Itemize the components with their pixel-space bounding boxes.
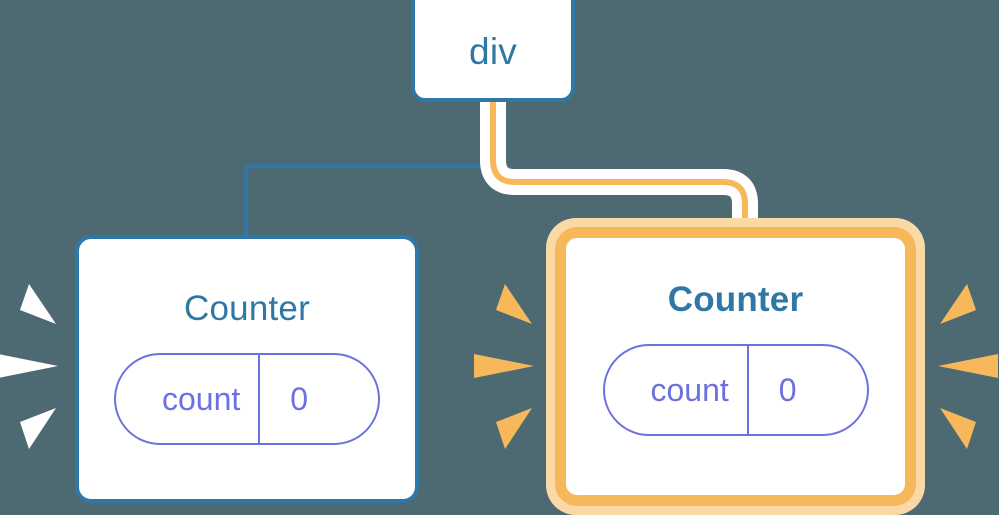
sparkle-burst-white-icon <box>0 284 58 449</box>
edge-div-to-counter-left <box>244 102 495 235</box>
state-pill-value: 0 <box>746 346 827 434</box>
state-pill-counter-right[interactable]: count 0 <box>602 344 869 436</box>
edge-div-to-counter-right <box>490 102 748 238</box>
node-counter-right-label: Counter <box>667 280 804 319</box>
node-div-label: div <box>469 30 517 72</box>
node-counter-right[interactable]: Counter count 0 <box>555 227 916 506</box>
sparkle-burst-orange-left-icon <box>474 284 534 449</box>
node-div[interactable]: div <box>411 0 575 102</box>
state-pill-counter-left[interactable]: count 0 <box>114 353 380 445</box>
sparkle-burst-orange-right-icon <box>938 284 998 449</box>
state-pill-key: count <box>650 372 729 408</box>
node-counter-left[interactable]: Counter count 0 <box>75 235 419 503</box>
state-pill-key: count <box>162 381 241 417</box>
node-counter-left-label: Counter <box>184 289 310 328</box>
state-pill-value: 0 <box>258 355 338 443</box>
